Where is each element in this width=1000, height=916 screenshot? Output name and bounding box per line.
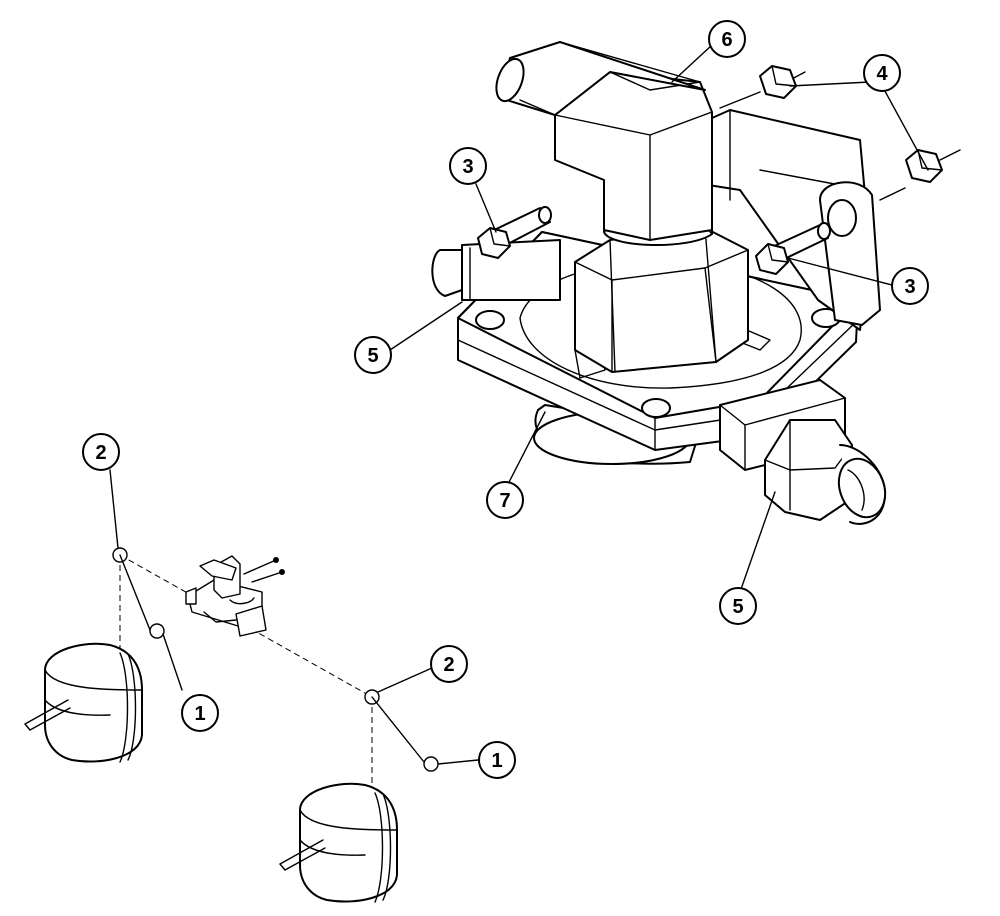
ball-part-1-b [423,756,439,772]
svg-text:2: 2 [443,654,454,676]
svg-text:5: 5 [367,345,378,367]
callout-2-b: 2 [430,645,468,683]
svg-text:4: 4 [876,63,888,85]
valve-assembly-small [185,555,285,637]
callout-1-a: 1 [181,694,219,732]
svg-text:2: 2 [95,442,106,464]
valve-assembly-large [431,41,961,525]
callout-5-b: 5 [719,587,757,625]
callout-4: 4 [863,54,901,92]
svg-text:1: 1 [194,703,205,725]
callout-6: 6 [708,20,746,58]
servo-canister-a [24,642,143,763]
svg-text:1: 1 [491,750,502,772]
svg-text:7: 7 [499,490,510,512]
callout-2-a: 2 [82,433,120,471]
svg-text:6: 6 [721,29,732,51]
callout-5-a: 5 [354,336,392,374]
callout-7: 7 [486,481,524,519]
svg-text:3: 3 [904,276,915,298]
servo-canister-b [279,782,398,903]
installation-overview [24,469,479,903]
svg-text:3: 3 [462,156,473,178]
callout-1-b: 1 [478,741,516,779]
leader-lines [389,44,929,593]
callout-3-b: 3 [891,267,929,305]
ball-part-1-a [149,623,165,639]
svg-text:5: 5 [732,596,743,618]
callout-3-a: 3 [449,147,487,185]
